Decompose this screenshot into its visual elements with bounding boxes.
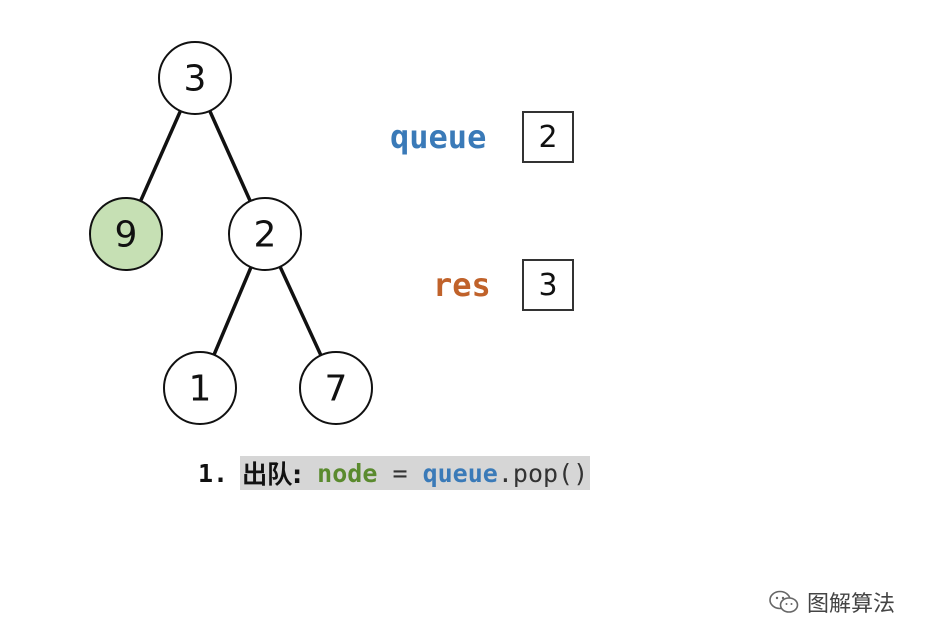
watermark-text: 图解算法	[806, 592, 895, 617]
node-value: 7	[325, 369, 348, 410]
node-circle	[158, 41, 232, 115]
step-instruction: 1. 出队: node = queue.pop()	[198, 456, 591, 490]
tree-nodes: 3 9 2 1 7	[89, 41, 373, 425]
queue-label: queue	[390, 118, 487, 156]
node-value: 3	[184, 59, 207, 100]
res-label: res	[433, 266, 491, 304]
tree-edges	[138, 110, 323, 357]
tree-node-1: 1	[163, 351, 237, 425]
tree-node-3: 3	[158, 41, 232, 115]
node-value: 2	[254, 215, 277, 256]
code-pop-call: .pop()	[497, 458, 589, 488]
tree-edge-n2-n7	[278, 265, 323, 357]
watermark: 图解算法	[769, 586, 895, 618]
node-value: 9	[115, 215, 138, 256]
node-circle	[89, 197, 163, 271]
code-snippet: 出队: node = queue.pop()	[240, 456, 591, 490]
node-value: 1	[189, 369, 212, 410]
tree-edge-n3-n2	[208, 110, 252, 202]
tree-node-2: 2	[228, 197, 302, 271]
queue-cell: 2	[522, 111, 574, 163]
step-number: 1.	[198, 458, 229, 488]
res-cell: 3	[522, 259, 574, 311]
tree-node-7: 7	[299, 351, 373, 425]
node-circle	[228, 197, 302, 271]
node-circle	[163, 351, 237, 425]
wechat-icon	[769, 590, 799, 613]
code-var-queue: queue	[422, 458, 498, 488]
tree-edge-n3-n9	[138, 110, 183, 202]
dequeue-label: 出队:	[242, 460, 303, 489]
code-equals: =	[392, 458, 408, 488]
code-var-node: node	[317, 458, 378, 488]
node-circle	[299, 351, 373, 425]
tree-node-9: 9	[89, 197, 163, 271]
tree-edge-n2-n1	[212, 266, 253, 356]
